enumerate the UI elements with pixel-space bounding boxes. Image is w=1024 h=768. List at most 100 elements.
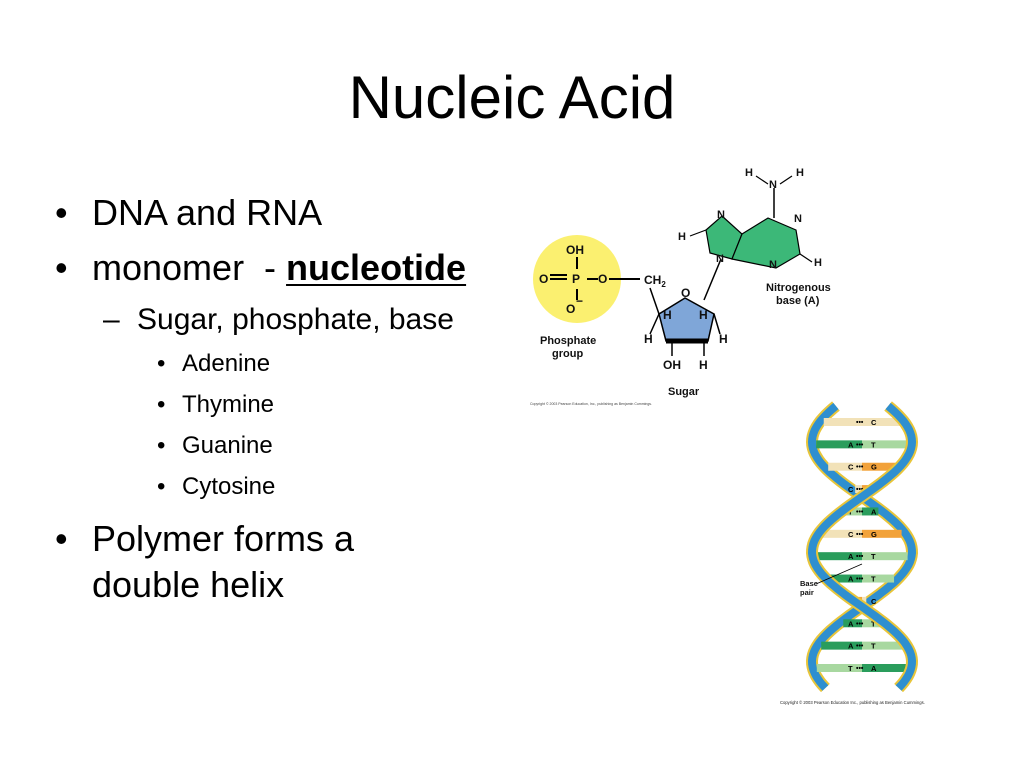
hydrogen-bond-dots: ••• (856, 442, 864, 449)
bullet-dot: • (157, 432, 166, 459)
base-label-2: base (A) (776, 295, 820, 307)
sugar-ch2: CH2 (644, 273, 666, 289)
base-n-2: N (794, 213, 802, 225)
base-left-bar (821, 641, 862, 650)
sugar-h-left: H (644, 332, 653, 346)
hydrogen-bond-dots: ••• (856, 666, 864, 673)
base-h-left: H (678, 231, 686, 243)
nucleotide-copyright: Copyright © 2003 Pearson Education, Inc.… (530, 402, 652, 406)
helix-front-strand (805, 401, 919, 693)
base-left-letter: A (848, 575, 854, 584)
sugar-ring-o: O (681, 286, 690, 300)
base-h-right: H (814, 257, 822, 269)
hydrogen-bond-dots: ••• (856, 531, 864, 538)
base-item-text: Adenine (182, 350, 271, 377)
sugar-h-bottom: H (699, 358, 708, 372)
base-h-bonds (689, 175, 813, 263)
bullet-dot: • (55, 247, 68, 288)
base-left-bar (843, 619, 862, 628)
base-left-bar (855, 485, 862, 494)
base-n-4: N (769, 259, 777, 271)
base-right-letter: T (871, 575, 876, 584)
phosphate-p: P (572, 272, 580, 286)
base-left-letter: A (848, 642, 854, 651)
helix-back-strand (805, 401, 919, 693)
slide-title: Nucleic Acid (348, 64, 676, 131)
nucleotide-diagram: OH O P O O − Phosphate group CH2 O H H H… (530, 167, 831, 406)
strand-b-core (807, 402, 917, 691)
base-right-letter: T (871, 440, 876, 449)
hydrogen-bond-dots: ••• (856, 487, 864, 494)
phosphate-disc (533, 235, 621, 323)
base-five-ring (705, 215, 743, 260)
bullet-dot: • (55, 518, 68, 559)
base-left-letter: C (848, 463, 854, 472)
bullet-text: monomer - nucleotide (92, 247, 466, 289)
base-right-letter: C (871, 597, 877, 606)
base-left-bar (828, 462, 862, 471)
sugar-oh: OH (663, 358, 681, 372)
base-amino-n: N (769, 179, 777, 191)
base-n-3: N (716, 253, 724, 265)
phosphate-o-left: O (539, 272, 548, 286)
base-item-text: Guanine (182, 432, 273, 459)
bullet-dot: • (157, 391, 166, 418)
bullet-text: Polymer forms a (92, 518, 355, 559)
base-pair-pointer (815, 563, 863, 585)
base-right-letter: A (871, 664, 877, 673)
base-left-letter: A (848, 619, 854, 628)
hydrogen-bond-dots: ••• (856, 464, 864, 471)
base-right-bar (862, 440, 908, 449)
hydrogen-bond-dots: ••• (856, 554, 864, 561)
base-h-top-left: H (745, 167, 753, 179)
hydrogen-bond-dots: ••• (856, 420, 864, 427)
base-right-letter: C (871, 418, 877, 427)
base-right-bar (862, 641, 903, 650)
bullet-dot: • (157, 350, 166, 377)
helix-copyright: Copyright © 2003 Pearson Education Inc.,… (780, 700, 925, 705)
base-right-bar (862, 664, 908, 672)
base-right-bar (862, 529, 902, 538)
base-right-bar (862, 619, 881, 628)
base-left-letter: A (848, 440, 854, 449)
bullet-dot: • (55, 192, 68, 233)
base-right-bar (862, 462, 896, 471)
strand-a-core (807, 402, 917, 691)
base-pair: ••• C (823, 418, 901, 427)
base-six-ring (731, 217, 801, 269)
base-pair-label-1: Base (800, 579, 818, 588)
bullet-text: double helix (92, 564, 285, 605)
hydrogen-bond-dots: ••• (856, 621, 864, 628)
base-left-bar (829, 574, 862, 583)
base-right-bar (862, 552, 908, 561)
base-left-bar (822, 529, 862, 538)
base-left-bar (816, 552, 862, 561)
base-left-letter: C (848, 530, 854, 539)
phosphate-oh: OH (566, 243, 584, 257)
base-pair: •••T A (816, 664, 908, 673)
base-left-letter: C (848, 485, 854, 494)
base-left-bar (823, 418, 862, 426)
nucleotide-emphasis: nucleotide (286, 247, 467, 288)
bullet-list: • DNA and RNA • monomer - nucleotide – S… (55, 192, 466, 605)
base-pair: •••A T (816, 440, 908, 449)
base-pair-label-2: pair (800, 588, 814, 597)
base-item-text: Thymine (182, 391, 275, 418)
bullet-dot: • (157, 473, 166, 500)
base-item-text: Cytosine (182, 473, 276, 500)
phosphate-o-minus: O (566, 302, 575, 316)
hydrogen-bond-dots: ••• (856, 509, 864, 516)
base-h-top-right: H (796, 167, 804, 179)
phosphate-group-label-2: group (552, 348, 583, 360)
glycosidic-bond (703, 258, 722, 301)
base-right-letter: A (871, 507, 877, 516)
base-left-letter: T (848, 664, 853, 673)
base-left-bar (845, 507, 862, 516)
base-left-bar (816, 440, 862, 449)
base-right-bar (862, 574, 895, 583)
